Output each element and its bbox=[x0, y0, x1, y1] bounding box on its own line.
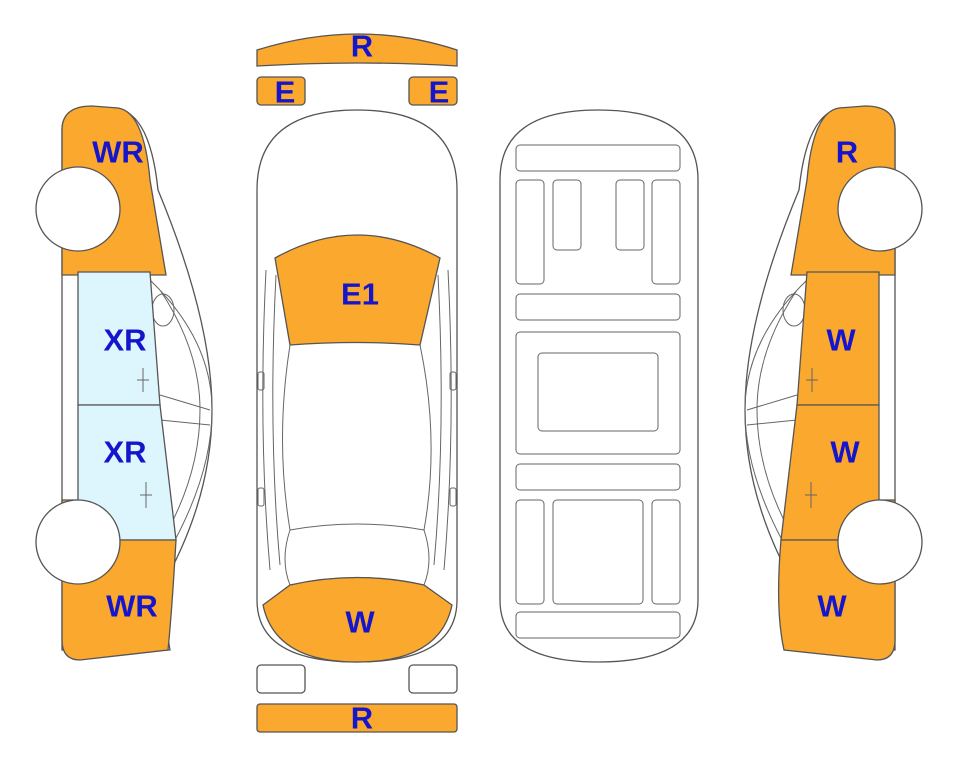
bottom-right-lamp bbox=[408, 664, 458, 694]
left-rear-wheel bbox=[35, 499, 121, 585]
underbody-panel bbox=[515, 499, 545, 605]
right-rear-wheel bbox=[837, 499, 923, 585]
top-right-lamp-label: E bbox=[429, 75, 450, 110]
underbody-panel bbox=[552, 499, 644, 605]
right-rear-quarter-label: W bbox=[817, 589, 847, 624]
top-view-left-mirror bbox=[257, 371, 265, 391]
right-side-view: R W W W bbox=[744, 105, 923, 661]
top-left-lamp bbox=[256, 76, 306, 106]
top-view-roof bbox=[282, 344, 432, 531]
right-front-door-label: W bbox=[826, 323, 856, 358]
left-side-roofline bbox=[149, 279, 213, 541]
underbody-panel bbox=[515, 611, 681, 639]
left-side-view: WR XR XR WR bbox=[35, 105, 213, 661]
trunk-label: W bbox=[345, 605, 375, 640]
left-front-door-label: XR bbox=[103, 323, 146, 358]
hood-label: E1 bbox=[341, 277, 379, 312]
right-front-fender-label: R bbox=[836, 135, 858, 170]
top-left-lamp-label: E bbox=[275, 75, 296, 110]
trunk-panel bbox=[262, 576, 453, 663]
left-front-wheel bbox=[35, 166, 121, 252]
hood-panel bbox=[274, 234, 441, 346]
top-view-left-side bbox=[262, 269, 281, 571]
left-rear-door-label: XR bbox=[103, 435, 146, 470]
top-view-right-side bbox=[433, 269, 452, 571]
top-view-right-mirror bbox=[449, 371, 457, 391]
underbody-panel bbox=[515, 179, 545, 285]
underbody-panel bbox=[515, 463, 681, 491]
left-rear-quarter-label: WR bbox=[106, 589, 158, 624]
underbody-panel bbox=[515, 293, 681, 321]
underbody-panel bbox=[515, 331, 681, 455]
bottom-bumper-panel bbox=[256, 703, 458, 733]
top-view-left-handle bbox=[257, 487, 265, 507]
underbody-view bbox=[499, 109, 699, 663]
underbody-outline bbox=[499, 109, 699, 663]
underbody-panel bbox=[651, 499, 681, 605]
underbody-panel bbox=[552, 179, 582, 251]
underbody-panel bbox=[615, 179, 645, 251]
right-side-windshield bbox=[746, 394, 798, 426]
underbody-panel bbox=[537, 352, 659, 432]
right-rear-door-handle-icon bbox=[805, 482, 817, 508]
top-view-right-handle bbox=[449, 487, 457, 507]
right-side-roofline bbox=[744, 279, 808, 541]
underbody-panel bbox=[651, 179, 681, 285]
left-rear-door-handle-icon bbox=[140, 482, 152, 508]
right-rear-door-label: W bbox=[830, 435, 860, 470]
left-front-door-handle-icon bbox=[137, 368, 149, 392]
underbody-panel bbox=[515, 144, 681, 172]
top-view-car: E1 W bbox=[256, 109, 458, 663]
top-bumper-panel bbox=[256, 33, 458, 67]
left-side-windshield bbox=[159, 394, 211, 426]
top-bumper-label: R bbox=[351, 29, 373, 64]
right-front-wheel bbox=[837, 166, 923, 252]
left-front-fender-label: WR bbox=[92, 135, 144, 170]
bottom-bumper-label: R bbox=[351, 701, 373, 736]
bottom-left-lamp bbox=[256, 664, 306, 694]
top-right-lamp bbox=[408, 76, 458, 106]
right-front-door-handle-icon bbox=[806, 368, 818, 392]
